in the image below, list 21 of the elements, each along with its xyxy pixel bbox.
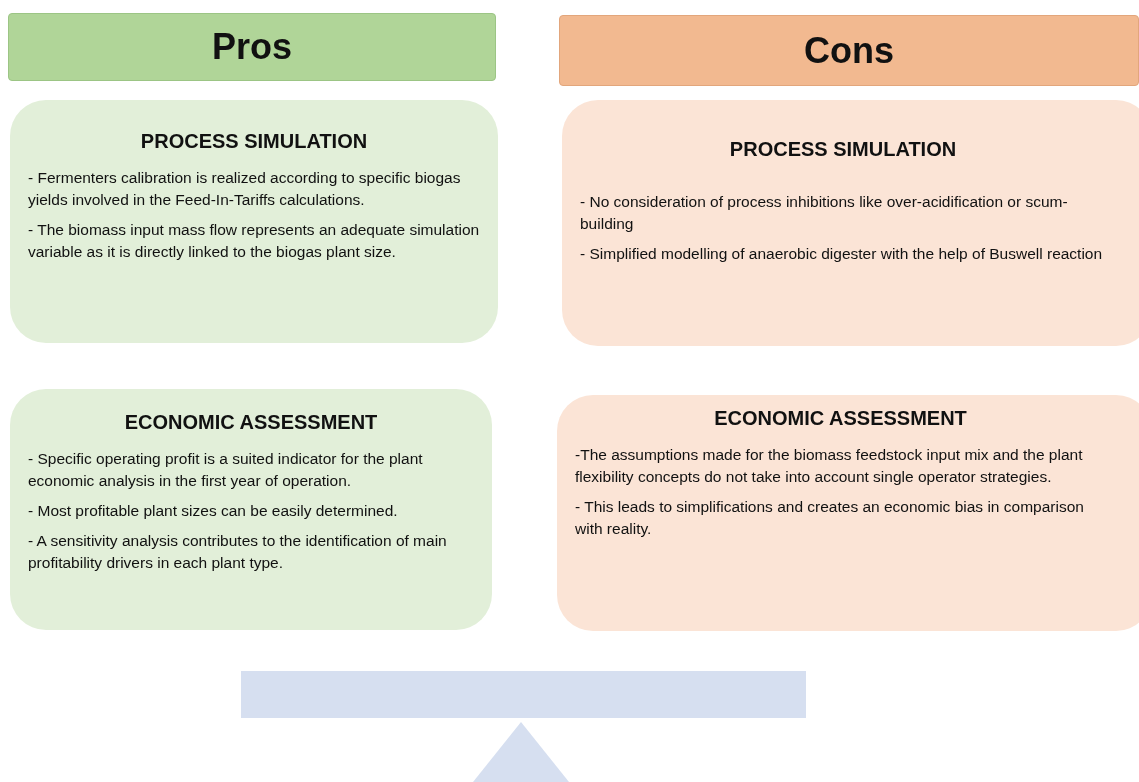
bullet-text: - No consideration of process inhibitions like over-acidification or scum-building xyxy=(580,192,1069,234)
bullet-text: - This leads to simplifications and creates an economic bias in comparison with reality. xyxy=(575,497,1085,539)
column-heading: Pros xyxy=(211,26,292,68)
content-card xyxy=(10,100,498,343)
bullet-text: - Simplified modelling of anaerobic digester with the help of Buswell reaction xyxy=(580,244,1104,264)
section-heading: PROCESS SIMULATION xyxy=(728,138,958,161)
bullet-text: - Most profitable plant sizes can be easily determined. xyxy=(28,501,399,521)
section-heading: ECONOMIC ASSESSMENT xyxy=(123,411,379,434)
header-banner xyxy=(559,15,1139,86)
bullet-text: - Fermenters calibration is realized according to specific biogas yields involved in the Feed-In-Tariffs calculations. xyxy=(28,168,462,210)
content-card xyxy=(10,389,492,630)
section-heading: PROCESS SIMULATION xyxy=(139,130,369,153)
column-heading: Cons xyxy=(804,29,894,72)
header-banner xyxy=(8,13,496,81)
bullet-text: - A sensitivity analysis contributes to the identification of main profitability drivers in each plant type. xyxy=(28,531,448,573)
content-card xyxy=(562,100,1139,346)
bullet-text: - Specific operating profit is a suited indicator for the plant economic analysis in the first year of operation. xyxy=(28,449,424,491)
bullet-text: - The biomass input mass flow represents an adequate simulation variable as it is directly linked to the biogas plant size. xyxy=(28,220,480,262)
content-card xyxy=(557,395,1139,631)
section-heading: ECONOMIC ASSESSMENT xyxy=(713,407,968,430)
bullet-text: -The assumptions made for the biomass feedstock input mix and the plant flexibility concepts do not take into account single operator strategies. xyxy=(575,445,1084,487)
